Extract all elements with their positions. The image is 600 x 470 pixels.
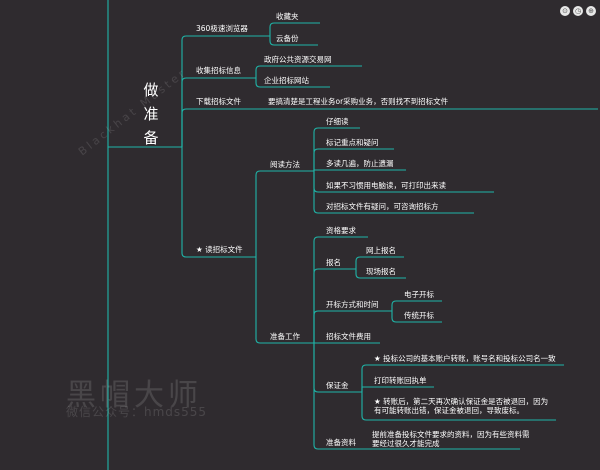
node-signup[interactable]: 报名 [326, 258, 341, 267]
node-deposit-receipt[interactable]: 打印转账回执单 [374, 376, 427, 385]
node-gov-site[interactable]: 政府公共资源交易网 [264, 55, 332, 64]
node-e-opening[interactable]: 电子开标 [404, 290, 434, 299]
watermark-brand: 黑帽大师 [66, 378, 202, 413]
node-deposit-transfer[interactable]: ★ 投标公司的基本账户转账，账号名和投标公司名一致 [374, 354, 556, 363]
conn-read-child-1 [313, 148, 394, 171]
conn-browser [181, 35, 270, 147]
conn-download [181, 108, 598, 147]
node-onsite-signup[interactable]: 现场报名 [366, 267, 396, 276]
conn-onsite [355, 269, 406, 279]
node-read-doc[interactable]: ★ 读招标文件 [196, 245, 243, 254]
node-download[interactable]: 下载招标文件 [196, 97, 241, 106]
conn-e-opening [391, 300, 442, 311]
conn-read-method [255, 170, 314, 257]
conn-gov [255, 65, 362, 78]
node-bid-opening[interactable]: 开标方式和时间 [326, 300, 379, 309]
node-materials[interactable]: 准备资料 [326, 438, 356, 447]
conn-read-child-2 [313, 169, 406, 171]
node-deposit-confirm[interactable]: ★ 转账后，第二天再次确认保证金是否被退回，因为有可能转账出错，保证金被退回，导… [374, 397, 549, 415]
reset-icon[interactable]: ◷ [573, 6, 583, 16]
node-collect-info[interactable]: 收集招标信息 [196, 66, 241, 75]
node-traditional-opening[interactable]: 传统开标 [404, 311, 434, 320]
conn-signup [313, 268, 356, 343]
node-download-note[interactable]: 要搞清楚是工程业务or采购业务，否则找不到招标文件 [268, 97, 449, 106]
node-online-signup[interactable]: 网上报名 [366, 246, 396, 255]
node-deposit[interactable]: 保证金 [326, 381, 349, 390]
conn-materials [313, 343, 366, 450]
node-read-again[interactable]: 多读几遍，防止遗漏 [326, 159, 394, 168]
conn-cloud [269, 36, 318, 46]
conn-qualification [313, 236, 368, 343]
conn-read [181, 147, 256, 258]
conn-deposit-receipt [361, 386, 434, 392]
conn-opening [313, 310, 392, 343]
node-browser[interactable]: 360极速浏览器 [196, 24, 248, 33]
node-preparation[interactable]: 准备工作 [270, 332, 300, 341]
share-icon[interactable]: ⊕ [586, 6, 596, 16]
node-consult[interactable]: 对招标文件有疑问，可咨询招标方 [326, 202, 439, 211]
conn-online [355, 256, 404, 269]
conn-collect [181, 77, 256, 147]
node-read-method[interactable]: 阅读方法 [270, 160, 300, 169]
node-cloud-backup[interactable]: 云备份 [276, 34, 299, 43]
conn-deposit-transfer [361, 364, 564, 392]
conn-favorites [269, 22, 320, 36]
node-mark[interactable]: 标记重点和疑问 [326, 138, 379, 147]
conn-traditional [391, 311, 442, 323]
node-favorites[interactable]: 收藏夹 [276, 12, 299, 21]
conn-preparation [255, 257, 314, 344]
node-materials-note[interactable]: 提前准备投标文件要求的资料，因为有些资料需要经过很久才能完成 [372, 430, 530, 448]
conn-deposit-confirm [361, 392, 556, 421]
conn-read-child-0 [313, 127, 360, 171]
node-enterprise-site[interactable]: 企业招标网站 [264, 76, 309, 85]
watermark-sub: 微信公众号：hmds555 [66, 405, 208, 419]
root-node[interactable]: 做准备 [143, 81, 159, 147]
node-read-carefully[interactable]: 仔细读 [326, 117, 349, 126]
zoom-icon[interactable]: ⊙ [560, 6, 570, 16]
node-print[interactable]: 如果不习惯用电脑读，可打印出来读 [326, 181, 446, 190]
conn-enterprise [255, 78, 330, 88]
conn-read-child-4 [313, 171, 474, 214]
node-qualification[interactable]: 资格要求 [326, 226, 356, 235]
node-doc-fee[interactable]: 招标文件费用 [326, 332, 371, 341]
